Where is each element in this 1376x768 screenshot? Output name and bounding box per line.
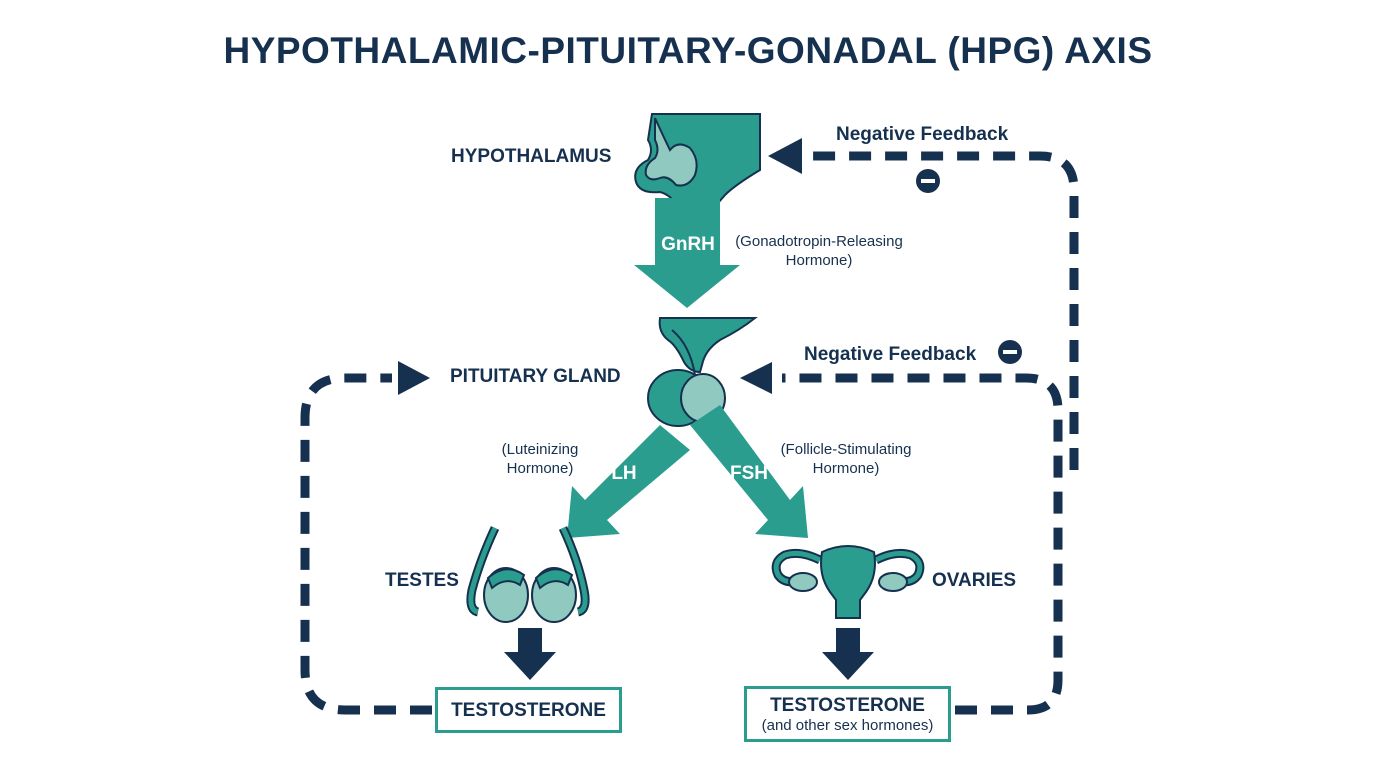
hypothalamus-label: HYPOTHALAMUS xyxy=(451,146,612,167)
lh-label: LH xyxy=(611,463,637,484)
left-feedback-arrowhead xyxy=(398,361,430,395)
sex-hormones-sublabel: (and other sex hormones) xyxy=(761,717,934,734)
testosterone-label-ovaries: TESTOSTERONE xyxy=(770,695,925,716)
testosterone-box-ovaries: TESTOSTERONE (and other sex hormones) xyxy=(744,686,951,742)
pituitary-gland-icon xyxy=(647,317,758,427)
middle-feedback-loop xyxy=(782,373,1063,715)
pituitary-gland-label: PITUITARY GLAND xyxy=(450,366,621,387)
fsh-label: FSH xyxy=(730,463,768,484)
gnrh-label: GnRH xyxy=(661,234,715,255)
testosterone-label-testes: TESTOSTERONE xyxy=(451,700,606,721)
lh-arrow xyxy=(567,425,690,538)
ovaries-icon xyxy=(771,545,925,619)
testes-icon xyxy=(466,526,590,623)
ovaries-label: OVARIES xyxy=(932,570,1017,591)
diagram-title: HYPOTHALAMIC-PITUITARY-GONADAL (HPG) AXI… xyxy=(223,30,1153,71)
ovaries-output-arrow xyxy=(822,628,874,680)
gnrh-arrow xyxy=(634,198,740,308)
negative-feedback-middle-label: Negative Feedback xyxy=(804,344,977,365)
testes-output-arrow xyxy=(504,628,556,680)
top-feedback-arrowhead xyxy=(768,138,802,174)
testosterone-box-testes: TESTOSTERONE xyxy=(435,687,622,733)
middle-feedback-arrowhead xyxy=(740,362,772,394)
negative-feedback-top-label: Negative Feedback xyxy=(836,124,1009,145)
hypothalamus-icon xyxy=(634,113,761,211)
minus-icon-middle xyxy=(998,340,1022,364)
testes-label: TESTES xyxy=(385,570,459,591)
fsh-arrow xyxy=(690,405,808,538)
minus-icon-top xyxy=(916,169,940,193)
top-feedback-loop xyxy=(808,151,1079,470)
left-feedback-loop xyxy=(300,373,432,715)
